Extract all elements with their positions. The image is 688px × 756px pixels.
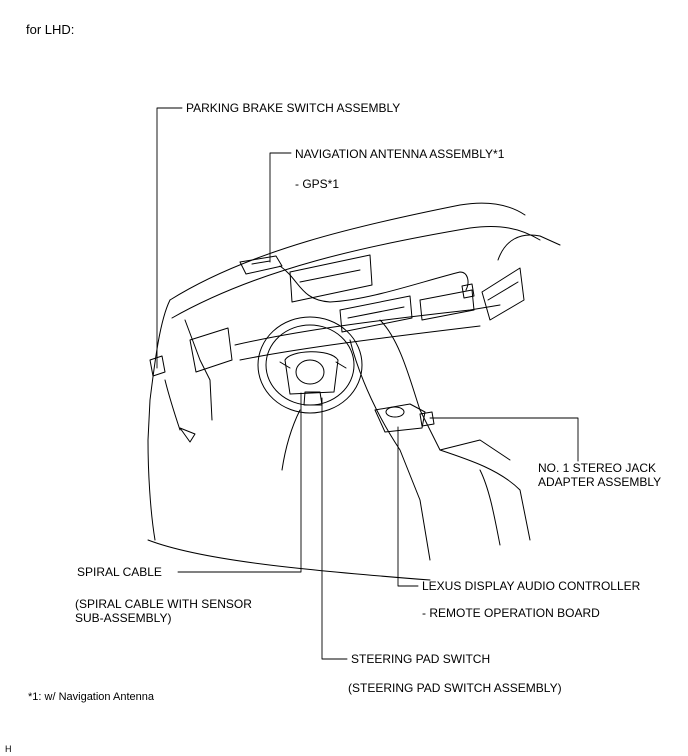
steering-wheel-rim: [257, 316, 363, 414]
spiral-cable-label: SPIRAL CABLE: [77, 565, 162, 579]
steering-column: [281, 409, 301, 471]
stereo-jack-leader: [429, 417, 579, 462]
left-vent: [189, 327, 233, 373]
spiral-cable-paren-line1: (SPIRAL CABLE WITH SENSOR: [75, 597, 252, 611]
remote-controller: [374, 403, 426, 433]
footnote: *1: w/ Navigation Antenna: [28, 691, 154, 703]
leader-lines: [156, 107, 579, 660]
panel-lower-edge: [239, 325, 481, 361]
steering-pad-paren: (STEERING PAD SWITCH ASSEMBLY): [348, 681, 562, 695]
console-left-edge: [349, 339, 431, 561]
left-door-edge: [147, 299, 171, 541]
steering-hub: [284, 351, 339, 395]
gps-sub-label: - GPS*1: [295, 177, 340, 191]
steering-pad-leader: [321, 397, 348, 660]
antenna-connector: [461, 283, 475, 299]
stereo-jack-label-line1: NO. 1 STEREO JACK: [538, 461, 657, 475]
remote-board-sub-label: - REMOTE OPERATION BOARD: [422, 606, 600, 620]
center-vent: [339, 295, 413, 333]
right-vent: [481, 267, 525, 321]
audio-controller-label: LEXUS DISPLAY AUDIO CONTROLLER: [422, 579, 641, 593]
brake-cable: [164, 379, 181, 431]
dashboard-drawing: [147, 202, 561, 581]
left-panel-edge: [184, 319, 213, 421]
stereo-jack-part: [419, 411, 435, 427]
corner-mark: H: [5, 744, 12, 754]
airbag-cover: [295, 359, 325, 385]
windshield-edge: [169, 202, 526, 301]
spiral-cable-part: [303, 391, 323, 406]
stereo-jack-label-line2: ADAPTER ASSEMBLY: [538, 475, 662, 489]
parking-brake-leader: [156, 107, 183, 369]
steering-pad-label: STEERING PAD SWITCH: [351, 652, 491, 666]
spiral-cable-paren-line2: SUB-ASSEMBLY): [75, 611, 172, 625]
parking-brake-label: PARKING BRAKE SWITCH ASSEMBLY: [186, 101, 401, 115]
audio-controller-leader: [397, 426, 419, 587]
remote-touchpad: [385, 406, 405, 418]
variant-label: for LHD:: [26, 22, 75, 37]
display-inner: [299, 269, 361, 283]
right-dash-corner: [497, 234, 561, 261]
console-right-edge: [379, 319, 531, 541]
nav-antenna-leader: [269, 152, 292, 263]
nav-antenna-module: [239, 255, 283, 275]
floor-line: [147, 539, 431, 581]
spiral-cable-leader: [177, 392, 302, 573]
nav-antenna-label: NAVIGATION ANTENNA ASSEMBLY*1: [295, 147, 505, 161]
center-vent-slat: [347, 306, 405, 319]
dash-top-edge: [171, 226, 541, 319]
right-vent-slat: [487, 281, 519, 301]
console-armrest: [439, 439, 511, 461]
center-vent-right: [419, 289, 475, 321]
steering-pad-switches: [279, 361, 347, 369]
parking-brake-switch: [149, 355, 166, 377]
center-display: [289, 254, 373, 303]
console-side: [479, 469, 501, 546]
brake-connector: [179, 427, 196, 443]
instrument-panel-edge: [234, 304, 501, 346]
antenna-cable: [279, 265, 469, 303]
nav-antenna-detail: [251, 260, 271, 265]
